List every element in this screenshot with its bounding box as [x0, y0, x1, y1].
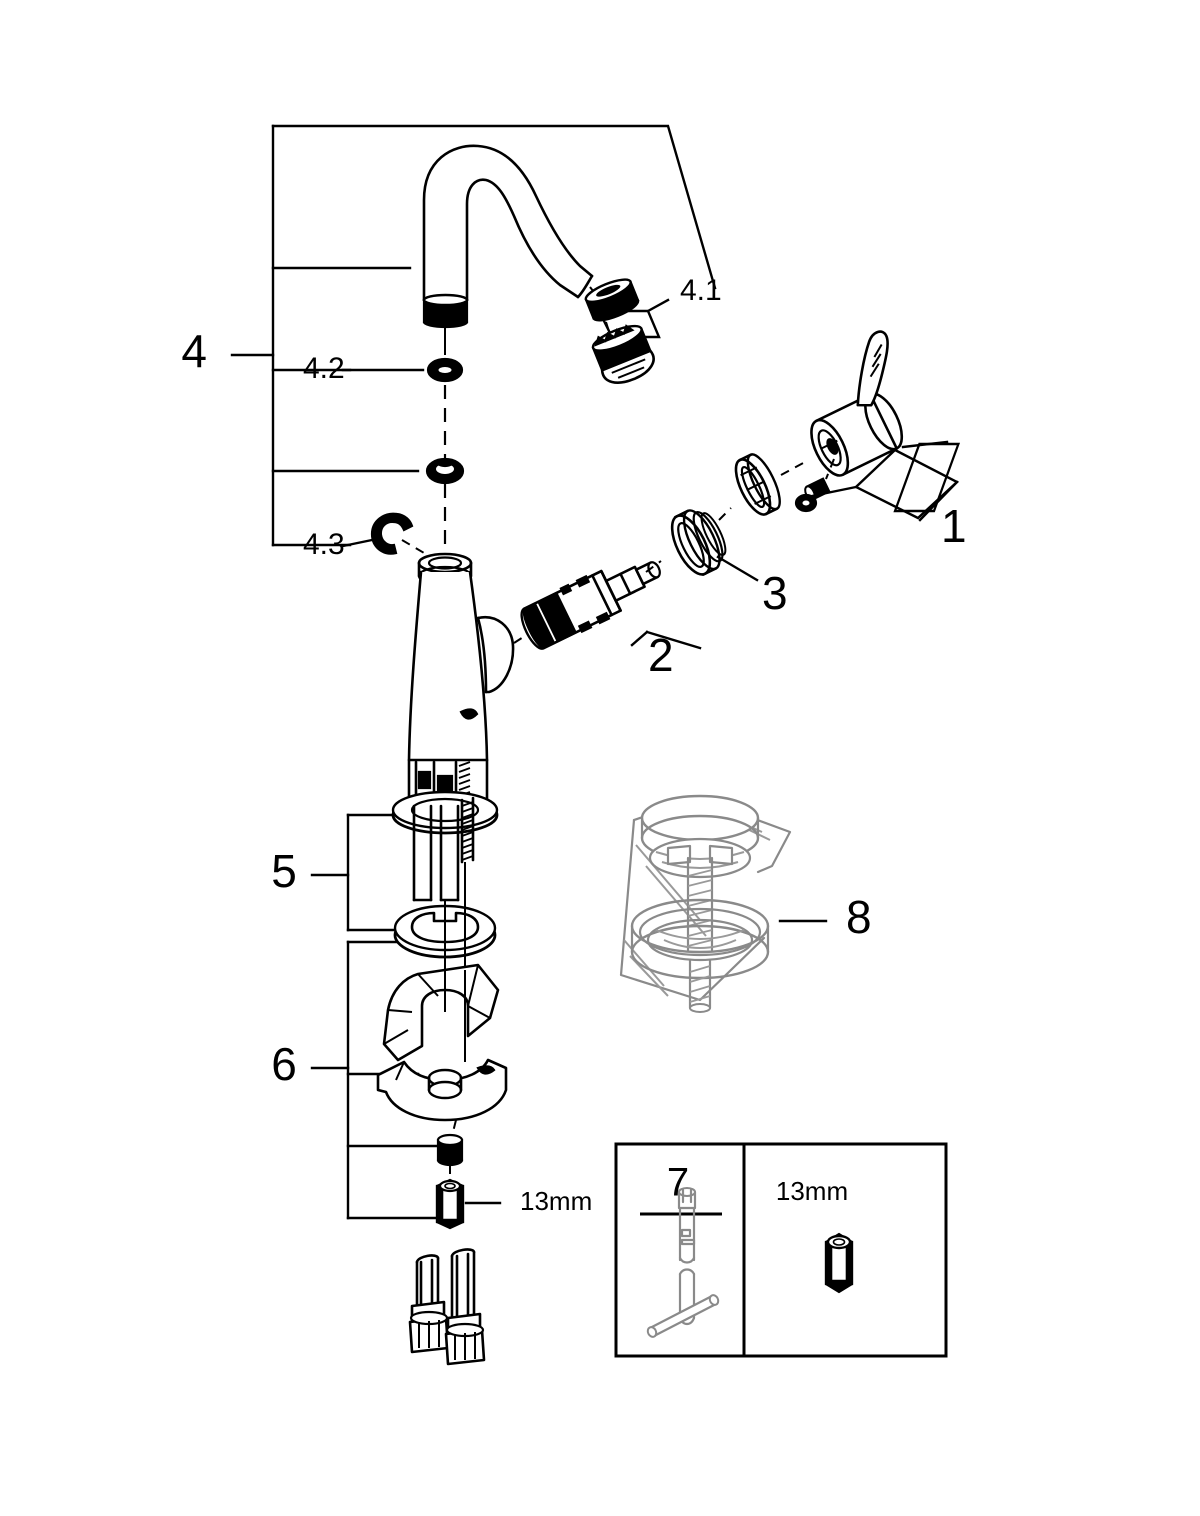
callout-label-1: 1: [941, 500, 967, 552]
part-cap-nut: [645, 509, 759, 582]
part-lever-handle: [780, 330, 961, 513]
leader-3: [716, 555, 759, 582]
part-shaped-washer: [393, 862, 497, 970]
part-spacer-bush: [436, 1119, 464, 1180]
part-o-ring: [426, 357, 464, 383]
callout-label-2: 2: [648, 629, 674, 681]
part-flex-hoses: [408, 1248, 486, 1366]
callout-box-1: [810, 448, 960, 522]
part-seal-ring: [425, 457, 465, 485]
callout-label-4: 4: [181, 325, 207, 377]
part-mounting-bracket-lower: [376, 970, 508, 1122]
part-faucet-body: [407, 552, 515, 803]
part-spout: [422, 144, 594, 329]
callout-label-4-2: 4.2: [303, 352, 345, 385]
bracket-group-4: [230, 124, 420, 547]
size-label-13mm-assembly: 13mm: [520, 1186, 592, 1216]
size-label-13mm-tool: 13mm: [776, 1176, 848, 1206]
callout-label-6: 6: [271, 1038, 297, 1090]
part-popup-waste: [619, 794, 828, 1013]
bracket-group-6: [310, 940, 438, 1220]
callout-label-4-1: 4.1: [680, 274, 722, 307]
part-mounting-bracket-upper: [382, 963, 500, 1062]
part-spacer-ring: [718, 453, 781, 521]
tool-box-number-7: 7: [667, 1161, 689, 1205]
callout-label-8: 8: [846, 891, 872, 943]
callout-label-4-3: 4.3: [303, 528, 345, 561]
part-shank-tubes: [412, 796, 475, 902]
leader-4-3: [341, 538, 374, 548]
callout-label-3: 3: [762, 567, 788, 619]
part-cartridge: [513, 561, 702, 650]
leader-2: [645, 630, 702, 650]
group-4-outline: [271, 124, 717, 290]
part-13mm-socket-box: [824, 1232, 854, 1294]
part-aerator: [584, 278, 655, 384]
part-mounting-tool: [646, 1187, 720, 1338]
callout-label-5: 5: [271, 845, 297, 897]
part-escutcheon-washer: [391, 790, 499, 835]
part-13mm-nut: [435, 1178, 502, 1230]
